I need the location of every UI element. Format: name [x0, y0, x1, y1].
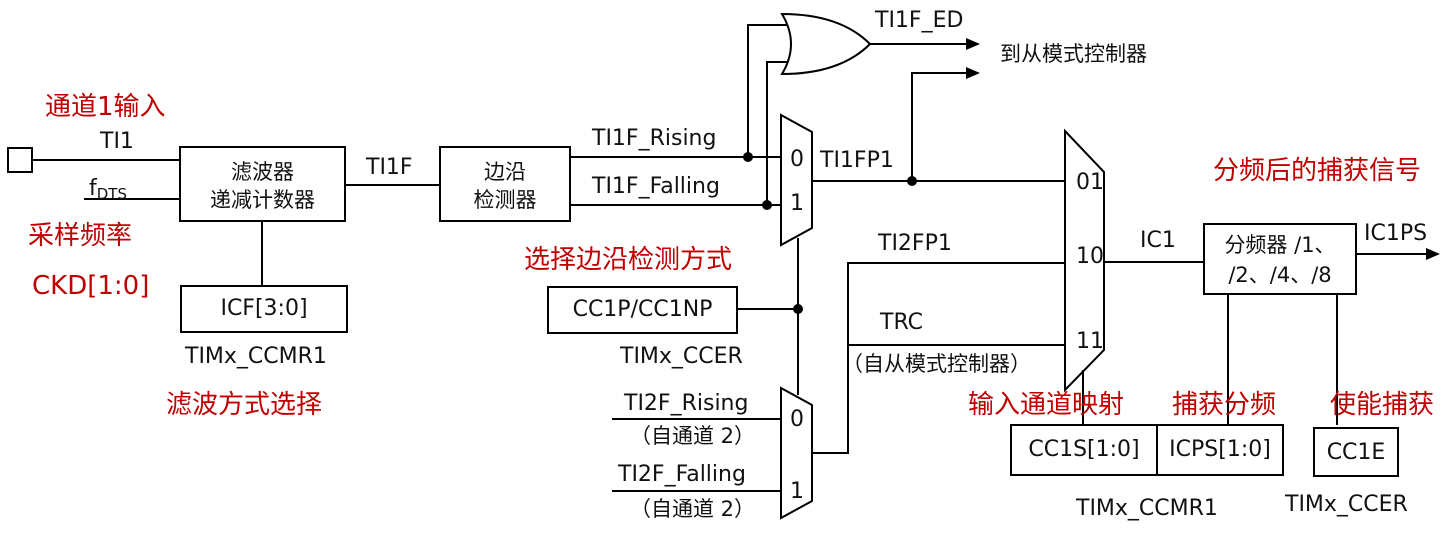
annotation-sample-frequency: 采样频率 [28, 221, 133, 251]
wire-ti2fp1 [812, 262, 1065, 454]
cc1p-block-text: CC1P/CC1NP [572, 297, 713, 322]
wire-or-in-b [766, 61, 793, 205]
annotation-capture-prescale: 捕获分频 [1172, 390, 1277, 420]
label-ti1f-falling: TI1F_Falling [592, 174, 720, 199]
edge-detector-text: 边沿 检测器 [440, 158, 570, 214]
label-ti1fp1: TI1FP1 [820, 148, 894, 173]
edge-detector-block [439, 146, 571, 222]
junction-polarity [793, 304, 803, 314]
junction-ti1fp1 [907, 176, 917, 186]
prescaler-block [1203, 223, 1357, 295]
arrow-ic1ps [1426, 248, 1440, 260]
annotation-prescaled-capture: 分频后的捕获信号 [1213, 156, 1422, 186]
junction-rising [743, 152, 753, 162]
label-trc: TRC [880, 310, 923, 335]
annotation-input-mapping: 输入通道映射 [968, 390, 1125, 420]
label-ti1f-ed: TI1F_ED [875, 8, 964, 33]
label-timx-ccmr1-map: TIMx_CCMR1 [1076, 496, 1218, 521]
annotation-edge-select: 选择边沿检测方式 [524, 245, 733, 275]
mux-a-input-1: 1 [790, 191, 804, 216]
junction-falling [762, 200, 772, 210]
map-input-01: 01 [1076, 170, 1104, 195]
label-timx-ccmr1-filter: TIMx_CCMR1 [185, 344, 327, 369]
annotation-enable-capture: 使能捕获 [1330, 390, 1435, 420]
label-ti2f-rising: TI2F_Rising [624, 391, 749, 416]
mux-b [780, 386, 813, 520]
label-fdts-f: f [89, 176, 97, 201]
icps-block [1156, 424, 1284, 476]
arrow-to-slave [966, 67, 980, 79]
annotation-ckd: CKD[1:0] [32, 271, 150, 301]
prescaler-line2: /2、/4、/8 [1228, 263, 1332, 287]
mux-b-input-1: 1 [790, 479, 804, 504]
mux-b-input-0: 0 [790, 407, 804, 432]
or-gate [780, 12, 872, 76]
label-ti1f-rising: TI1F_Rising [592, 126, 717, 151]
label-ic1ps: IC1PS [1364, 221, 1428, 246]
annotation-channel1-input: 通道1输入 [45, 92, 166, 122]
wire-or-in-a [747, 24, 793, 157]
cc1s-block-text: CC1S[1:0] [1028, 437, 1140, 462]
filter-block [179, 146, 346, 222]
map-input-10: 10 [1076, 244, 1104, 269]
label-timx-ccer-enable: TIMx_CCER [1285, 492, 1408, 517]
prescaler-line1: 分频器 /1、 [1224, 233, 1336, 257]
label-ic1: IC1 [1140, 228, 1176, 253]
label-from-ch2-b: （自通道 2） [630, 497, 756, 521]
cc1e-block [1313, 427, 1399, 477]
map-input-11: 11 [1076, 329, 1104, 354]
input-pin [7, 147, 33, 173]
label-ti2f-falling: TI2F_Falling [618, 462, 746, 487]
label-fdts-sub: DTS [96, 185, 127, 203]
edge-detector-line1: 边沿 [484, 160, 526, 184]
cc1s-block [1010, 424, 1158, 476]
mux-a [780, 113, 813, 247]
icf-block [180, 285, 348, 333]
label-ti2fp1: TI2FP1 [878, 231, 952, 256]
prescaler-block-text: 分频器 /1、 /2、/4、/8 [1204, 230, 1356, 290]
filter-block-text: 滤波器 递减计数器 [180, 158, 345, 214]
label-to-slave-controller: 到从模式控制器 [1000, 42, 1147, 66]
icf-block-text: ICF[3:0] [220, 296, 308, 321]
annotation-filter-select: 滤波方式选择 [166, 390, 323, 420]
mux-a-input-0: 0 [790, 147, 804, 172]
filter-block-line1: 滤波器 [231, 160, 294, 184]
filter-block-line2: 递减计数器 [210, 188, 315, 212]
label-fdts: fDTS [89, 178, 127, 202]
wire-to-slave [911, 72, 970, 181]
label-timx-ccer-polarity: TIMx_CCER [620, 344, 743, 369]
label-ti1f: TI1F [366, 155, 413, 180]
arrow-ti1f-ed [966, 38, 980, 50]
icps-block-text: ICPS[1:0] [1169, 437, 1271, 462]
input-map-mux [1064, 128, 1105, 393]
edge-detector-line2: 检测器 [473, 188, 537, 212]
cc1e-block-text: CC1E [1326, 440, 1386, 465]
label-trc-note: （自从模式控制器） [842, 352, 1031, 376]
label-from-ch2-a: （自通道 2） [630, 424, 756, 448]
label-ti1: TI1 [100, 129, 134, 154]
cc1p-block [547, 286, 738, 334]
